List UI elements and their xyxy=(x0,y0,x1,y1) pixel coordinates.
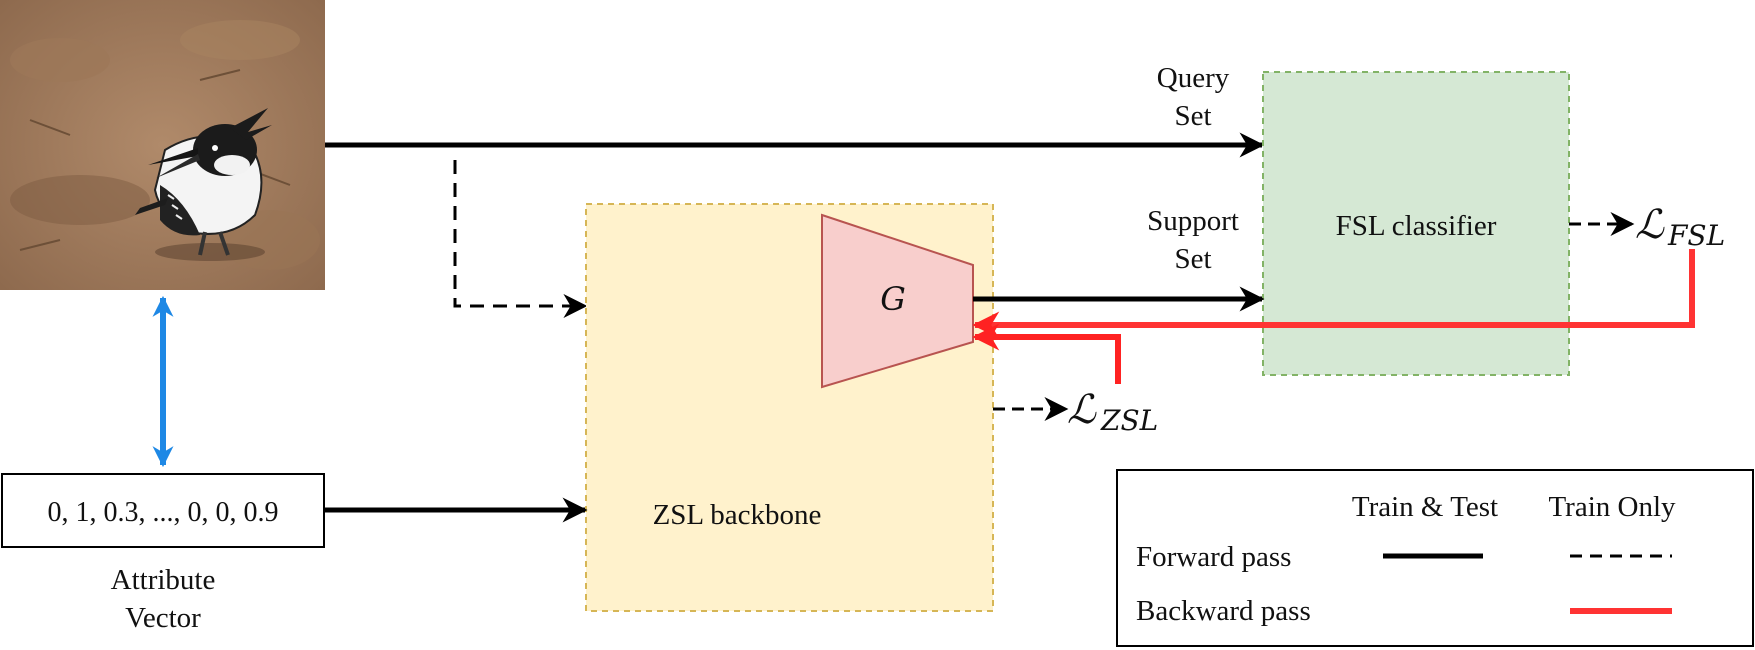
legend: Train & Test Train Only Forward pass Bac… xyxy=(1116,469,1754,647)
zsl-loss-symbol: ℒ ZSL xyxy=(1067,387,1158,437)
zsl-loss-letter: ℒ xyxy=(1067,387,1097,433)
backward-pass-zsl-arrow xyxy=(972,323,1121,384)
legend-col-train-only: Train Only xyxy=(1548,491,1676,523)
attribute-vector-label-line1: Attribute xyxy=(111,564,216,596)
fsl-loss-letter: ℒ xyxy=(1635,202,1665,248)
attribute-vector-box xyxy=(1,473,325,548)
zsl-backbone-label: ZSL backbone xyxy=(653,499,822,531)
attribute-vector-values: 0, 1, 0.3, ..., 0, 0, 0.9 xyxy=(48,497,279,528)
backward-pass-fsl-arrow xyxy=(972,249,1695,339)
query-set-label-line2: Set xyxy=(1174,100,1211,132)
fsl-loss-subscript: FSL xyxy=(1667,219,1725,252)
legend-row-backward: Backward pass xyxy=(1136,595,1311,627)
support-set-label-line2: Set xyxy=(1174,243,1211,275)
legend-col-train-test: Train & Test xyxy=(1352,491,1498,523)
query-set-label-line1: Query xyxy=(1157,62,1230,94)
kingfisher-photo xyxy=(0,0,325,290)
train-only-image-arrow xyxy=(453,160,588,318)
zsl-loss-subscript: ZSL xyxy=(1100,404,1158,437)
fsl-classifier-label: FSL classifier xyxy=(1336,210,1497,242)
legend-row-forward: Forward pass xyxy=(1136,541,1291,573)
attribute-vector-label-line2: Vector xyxy=(125,602,201,634)
generator-label: G xyxy=(880,280,906,318)
support-set-label-line1: Support xyxy=(1147,205,1239,237)
fsl-loss-symbol: ℒ FSL xyxy=(1635,202,1725,252)
